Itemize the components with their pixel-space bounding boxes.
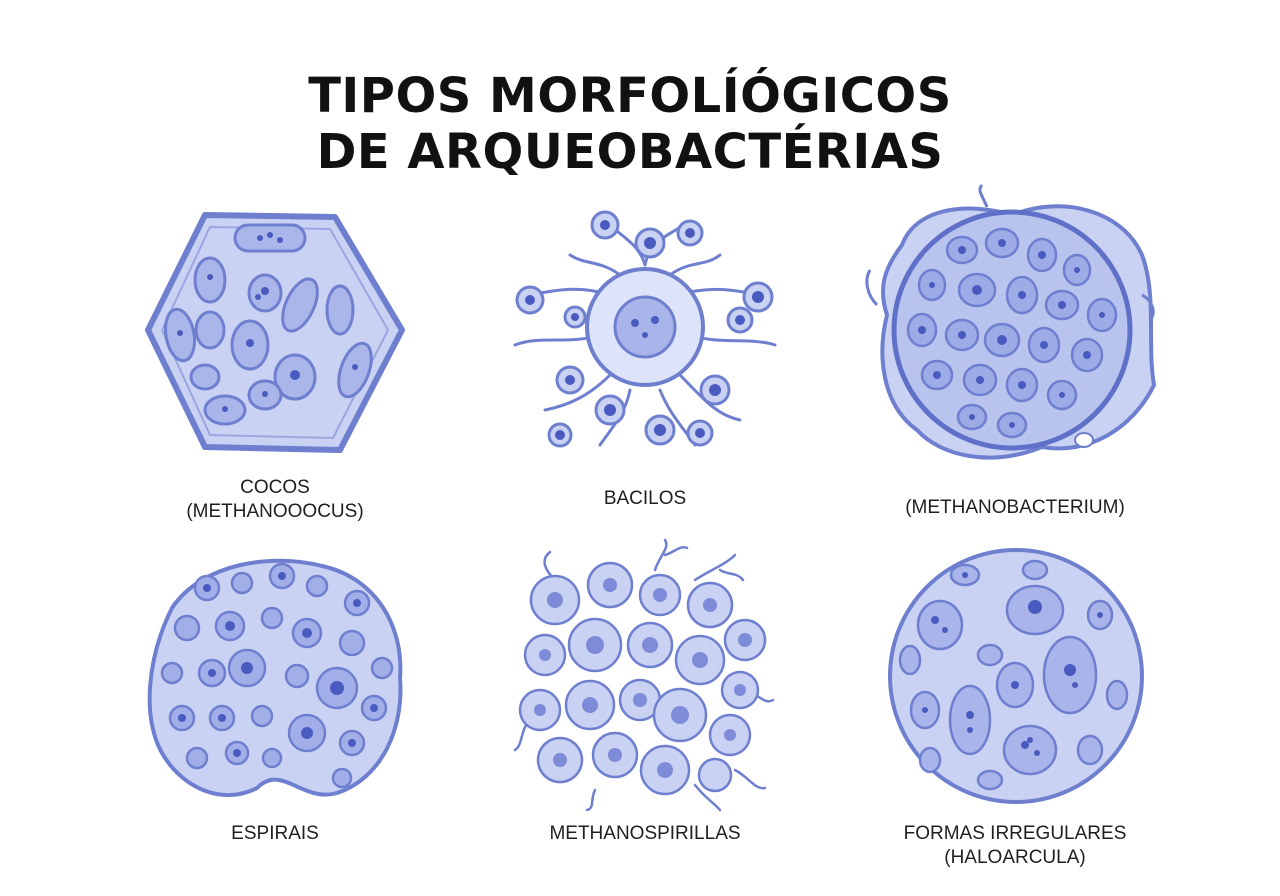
panel-cocos <box>140 205 410 465</box>
caption-formas-irregulares: FORMAS IRREGULARES (HALOARCULA) <box>880 822 1150 870</box>
caption-cocos: COCOS (METHANOOOCUS) <box>150 476 400 524</box>
title-line-1: TIPOS MORFOLÍÓGICOS <box>308 68 952 124</box>
espirais-illustration <box>147 558 403 798</box>
bacilos-illustration <box>513 210 777 448</box>
methanobacterium-illustration <box>865 183 1157 460</box>
caption-bacilos-line1: BACILOS <box>603 488 687 509</box>
caption-cocos-line2: (METHANOOOCUS) <box>186 501 364 522</box>
methanospirillas-illustration <box>513 538 775 812</box>
formas-irregulares-illustration <box>888 548 1144 804</box>
caption-methanospirillas: METHANOSPIRILLAS <box>520 822 770 846</box>
caption-formas-irregulares-line2: (HALOARCULA) <box>944 847 1086 868</box>
haloarcula-cells <box>898 559 1129 791</box>
espirais-cells <box>160 562 394 789</box>
caption-formas-irregulares-line1: FORMAS IRREGULARES <box>903 823 1127 844</box>
cocos-illustration <box>145 212 405 453</box>
caption-methanospirillas-line1: METHANOSPIRILLAS <box>549 823 741 844</box>
panel-methanospirillas <box>513 538 775 812</box>
bacilos-nucleus <box>613 295 677 359</box>
caption-bacilos: BACILOS <box>530 487 760 511</box>
espirais-cell-membrane <box>147 558 403 798</box>
caption-methanobacterium: (METHANOBACTERIUM) <box>885 496 1145 520</box>
caption-espirais: ESPIRAIS <box>160 822 390 846</box>
panel-espirais <box>142 548 407 808</box>
panel-methanobacterium <box>862 183 1162 470</box>
cocos-cells <box>163 223 373 426</box>
title-line-2: DE ARQUEOBACTÉRIAS <box>316 124 944 180</box>
panel-formas-irregulares <box>885 545 1147 807</box>
caption-methanobacterium-line1: (METHANOBACTERIUM) <box>905 497 1125 518</box>
diagram-title: TIPOS MORFOLÍÓGICOS DE ARQUEOBACTÉRIAS <box>0 68 1260 180</box>
bacilos-satellite-cells <box>515 210 774 448</box>
cocos-granules <box>177 232 358 412</box>
caption-cocos-line1: COCOS <box>240 477 310 498</box>
panel-bacilos <box>500 205 790 465</box>
caption-espirais-line1: ESPIRAIS <box>231 823 319 844</box>
